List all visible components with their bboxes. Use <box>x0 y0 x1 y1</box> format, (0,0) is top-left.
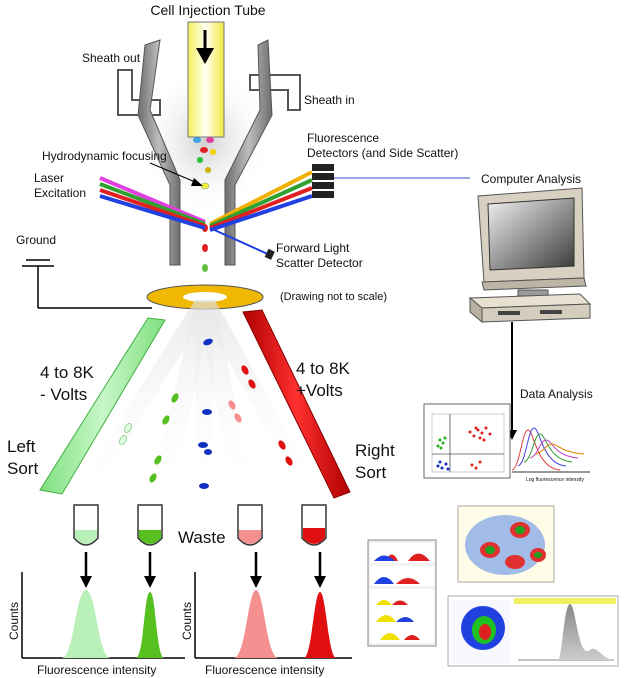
collection-tubes <box>73 504 327 546</box>
left-histogram: Counts Fluorescence intensity <box>7 572 185 677</box>
laser-label: Laser <box>34 171 64 185</box>
pos-volts-label: 4 to 8K <box>296 359 351 378</box>
hydrodynamic-focusing-label: Hydrodynamic focusing <box>42 149 167 163</box>
collection-arrows <box>84 552 322 578</box>
right-sort-label-2: Sort <box>355 463 386 482</box>
positive-deflection-plate <box>242 309 351 499</box>
hydro-pointer-line <box>149 162 201 185</box>
left-sort-label: Left <box>7 437 36 456</box>
scatter-detector-label: Scatter Detector <box>276 256 363 270</box>
fluorescence-detectors <box>312 164 470 198</box>
excitation-label: Excitation <box>34 186 86 200</box>
down-arrow-icon <box>196 48 214 64</box>
overlay-histograms <box>367 539 437 647</box>
nozzle-assembly <box>117 21 301 266</box>
laser-beams <box>99 170 313 260</box>
sheath-in-label: Sheath in <box>304 93 355 107</box>
left-sort-label-2: Sort <box>7 459 38 478</box>
right-histogram: Counts Fluorescence intensity <box>180 572 352 677</box>
droplet-paths <box>70 300 325 500</box>
cell-injection-tube-label: Cell Injection Tube <box>150 2 265 18</box>
sheath-out-label: Sheath out <box>82 51 141 65</box>
fluorescence-label: Fluorescence <box>307 131 379 145</box>
neg-volts-label: 4 to 8K <box>40 363 95 382</box>
computer-illustration <box>468 187 592 440</box>
ground-label: Ground <box>16 233 56 247</box>
right-sort-label: Right <box>355 441 395 460</box>
data-analysis-label: Data Analysis <box>520 387 593 401</box>
neg-volts-label-2: - Volts <box>40 385 87 404</box>
log-fluorescence-label: Log fluorescence intensity <box>526 477 584 483</box>
stacked-histograms <box>511 427 590 473</box>
detectors-label: Detectors (and Side Scatter) <box>307 146 458 160</box>
forward-light-label: Forward Light <box>276 241 350 255</box>
dotplot-scatter-1 <box>423 403 511 479</box>
counts-label-right: Counts <box>180 602 194 640</box>
counts-label-left: Counts <box>7 602 21 640</box>
hydro-arrow-icon <box>191 178 203 186</box>
not-to-scale-label: (Drawing not to scale) <box>280 291 387 303</box>
negative-deflection-plate <box>39 317 166 495</box>
density-and-histogram <box>447 595 619 667</box>
ground-symbol <box>22 259 152 309</box>
fluorescence-intensity-label-right: Fluorescence intensity <box>205 663 324 677</box>
forward-scatter-detector <box>264 248 275 260</box>
down-arrow-icon <box>314 576 326 588</box>
fluorescence-intensity-label-left: Fluorescence intensity <box>37 663 156 677</box>
density-plot <box>457 505 555 583</box>
droplets <box>118 338 293 489</box>
down-arrow-icon <box>250 576 262 588</box>
down-arrow-icon <box>80 576 92 588</box>
down-arrow-icon <box>144 576 156 588</box>
stream-cells <box>193 137 216 272</box>
waste-label: Waste <box>178 528 226 547</box>
computer-analysis-label: Computer Analysis <box>481 172 581 186</box>
pos-volts-label-2: +Volts <box>296 381 343 400</box>
